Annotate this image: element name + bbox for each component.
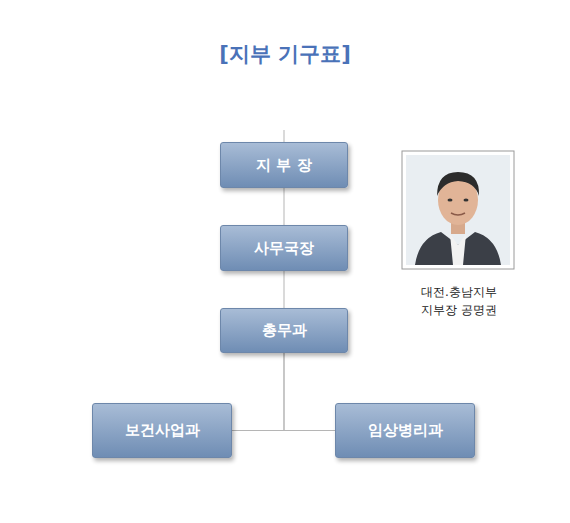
connector-line: [284, 188, 285, 225]
box-label: 총무과: [254, 321, 315, 340]
photo-caption: 지부장 공명권: [421, 302, 497, 319]
connector-line: [284, 271, 285, 308]
connector-line: [284, 353, 335, 431]
org-box: 사무국장: [220, 225, 348, 271]
box-label: 보건사업과: [117, 421, 208, 440]
chart-title: [지부 기구표]: [0, 40, 570, 68]
photo-caption: 대전.충남지부: [421, 284, 497, 301]
box-label: 지 부 장: [248, 156, 319, 175]
org-box: 임상병리과: [335, 403, 475, 458]
trunk-line: [284, 130, 285, 142]
box-label: 임상병리과: [360, 421, 451, 440]
connector-line: [232, 353, 284, 431]
org-box: 지 부 장: [220, 142, 348, 188]
org-box: 보건사업과: [92, 403, 232, 458]
org-box: 총무과: [220, 308, 348, 353]
portrait-photo: [401, 150, 517, 272]
box-label: 사무국장: [246, 239, 322, 258]
